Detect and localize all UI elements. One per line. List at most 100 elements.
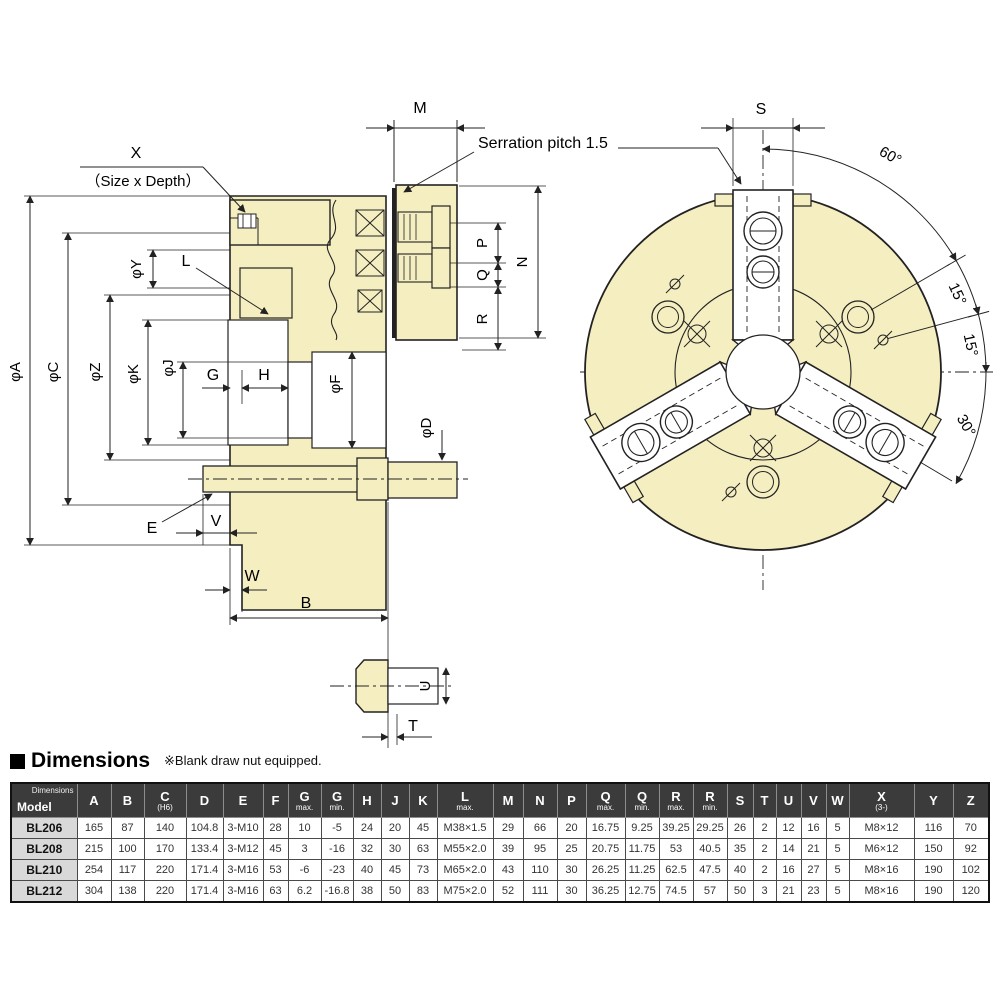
column-header-k: K [408, 782, 438, 818]
table-cell: -6 [287, 859, 322, 881]
column-header-s: S [726, 782, 754, 818]
section-dimensions [24, 120, 742, 748]
table-cell: 2 [752, 817, 777, 839]
table-cell: 110 [522, 859, 558, 881]
column-header-v: V [800, 782, 827, 818]
label-n: N [514, 257, 531, 268]
table-cell: 30 [556, 880, 587, 903]
label-b: B [301, 595, 312, 612]
column-header-b: B [110, 782, 145, 818]
table-cell: 100 [110, 838, 145, 860]
column-header-c-H6: C(H6) [143, 782, 187, 818]
table-cell: -16 [320, 838, 354, 860]
table-cell: 171.4 [185, 880, 224, 903]
table-cell: 45 [262, 838, 289, 860]
serration-line [392, 188, 396, 338]
table-cell: 39.25 [658, 817, 694, 839]
table-cell: 32 [352, 838, 382, 860]
table-cell: 25 [556, 838, 587, 860]
column-header-f: F [262, 782, 289, 818]
label-phiA: φA [7, 362, 24, 382]
label-30deg: 30° [953, 412, 979, 440]
table-cell: 70 [952, 817, 990, 839]
label-serration: Serration pitch 1.5 [478, 135, 608, 152]
label-x-sub: （Size x Depth） [85, 173, 200, 190]
table-cell: 117 [110, 859, 145, 881]
jaw-bolt-1 [397, 205, 451, 249]
label-r: R [474, 313, 491, 324]
column-header-z: Z [952, 782, 990, 818]
table-cell: 24 [352, 817, 382, 839]
column-header-m: M [492, 782, 524, 818]
table-cell: 171.4 [185, 859, 224, 881]
table-cell: 26 [726, 817, 754, 839]
model-cell: BL208 [10, 838, 78, 860]
page-title: Dimensions [31, 749, 151, 772]
table-cell: 11.75 [624, 838, 660, 860]
table-cell: 120 [952, 880, 990, 903]
table-cell: 38 [352, 880, 382, 903]
table-cell: 43 [492, 859, 524, 881]
table-cell: -5 [320, 817, 354, 839]
table-cell: 63 [262, 880, 289, 903]
column-header-d: D [185, 782, 224, 818]
table-cell: 12 [775, 817, 802, 839]
label-u: U [417, 681, 434, 692]
table-cell: 28 [262, 817, 289, 839]
table-cell: 73 [408, 859, 438, 881]
table-cell: 14 [775, 838, 802, 860]
label-phiJ: φJ [160, 359, 177, 376]
column-header-w: W [825, 782, 850, 818]
table-cell: 150 [913, 838, 954, 860]
label-s: S [756, 101, 767, 118]
table-cell: 87 [110, 817, 145, 839]
table-cell: M55×2.0 [436, 838, 494, 860]
title-note: ※Blank draw nut equipped. [164, 753, 322, 768]
table-cell: 215 [76, 838, 112, 860]
table-cell: M6×12 [848, 838, 915, 860]
label-15deg-a: 15° [945, 280, 970, 308]
column-header-y: Y [913, 782, 954, 818]
sectioned-bolts [355, 209, 385, 313]
corner-model-label: Model [17, 800, 52, 814]
label-phiD: φD [418, 418, 435, 439]
table-cell: 16.75 [585, 817, 626, 839]
label-v: V [211, 513, 222, 530]
column-header-x-3: X(3-) [848, 782, 915, 818]
table-cell: 40.5 [692, 838, 728, 860]
table-cell: 6.2 [287, 880, 322, 903]
table-cell: 20 [380, 817, 410, 839]
table-cell: 29.25 [692, 817, 728, 839]
label-p: P [474, 238, 491, 248]
table-cell: 11.25 [624, 859, 660, 881]
model-cell: BL212 [10, 880, 78, 903]
table-cell: -23 [320, 859, 354, 881]
label-m: M [413, 100, 426, 117]
table-cell: 12.75 [624, 880, 660, 903]
table-cell: 138 [110, 880, 145, 903]
table-cell: 190 [913, 880, 954, 903]
label-phiY: φY [128, 259, 145, 279]
table-cell: 254 [76, 859, 112, 881]
table-cell: 29 [492, 817, 524, 839]
table-cell: 116 [913, 817, 954, 839]
label-w: W [244, 568, 260, 585]
table-cell: M65×2.0 [436, 859, 494, 881]
table-corner-cell: Dimensions Model [10, 782, 78, 818]
table-cell: 10 [287, 817, 322, 839]
draw-nut-detail [330, 659, 452, 745]
front-view [580, 118, 993, 590]
technical-drawing: X （Size x Depth） M Serration pitch 1.5 φ… [7, 100, 993, 748]
table-cell: 3-M16 [222, 880, 264, 903]
table-cell: 35 [726, 838, 754, 860]
model-cell: BL210 [10, 859, 78, 881]
label-t: T [408, 718, 418, 735]
